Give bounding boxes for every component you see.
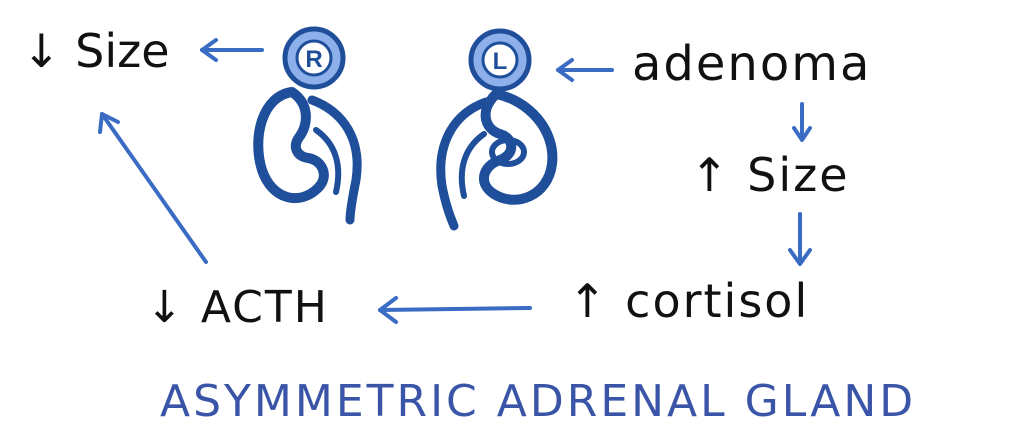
badge-left-inner xyxy=(481,41,519,79)
arrow-cortisol-to-acth xyxy=(378,296,532,324)
left-kidney-outline xyxy=(479,89,558,205)
right-kidney-ureter-outer xyxy=(307,95,362,225)
left-kidney-ureter-outer xyxy=(436,97,491,231)
arrow-size-to-cortisol xyxy=(788,212,812,266)
arrow-acth-to-size-left xyxy=(98,112,208,264)
right-kidney-ureter-inner xyxy=(313,127,342,195)
badge-right-letter: R xyxy=(305,46,322,73)
right-kidney-icon xyxy=(253,87,362,225)
badge-left: L xyxy=(468,28,532,92)
label-size-increase: ↑ Size xyxy=(690,148,850,202)
left-kidney-icon xyxy=(436,89,558,231)
arrow-from-adenoma xyxy=(556,58,614,82)
label-acth-decrease: ↓ ACTH xyxy=(146,282,329,333)
right-kidney-outline xyxy=(253,87,329,204)
badge-right-inner xyxy=(295,39,333,77)
label-cortisol-increase: ↑ cortisol xyxy=(568,274,810,328)
diagram-caption: ASYMMETRIC ADRENAL GLAND xyxy=(160,376,917,427)
label-adenoma: adenoma xyxy=(632,36,872,92)
left-kidney-ureter-inner xyxy=(458,131,487,199)
badge-right: R xyxy=(282,26,346,90)
left-adrenal-mass xyxy=(489,137,527,167)
arrow-to-size-left xyxy=(200,38,264,62)
badge-left-letter: L xyxy=(493,48,508,75)
label-size-decrease: ↓ Size xyxy=(22,24,170,78)
arrow-adenoma-to-size xyxy=(792,102,812,142)
